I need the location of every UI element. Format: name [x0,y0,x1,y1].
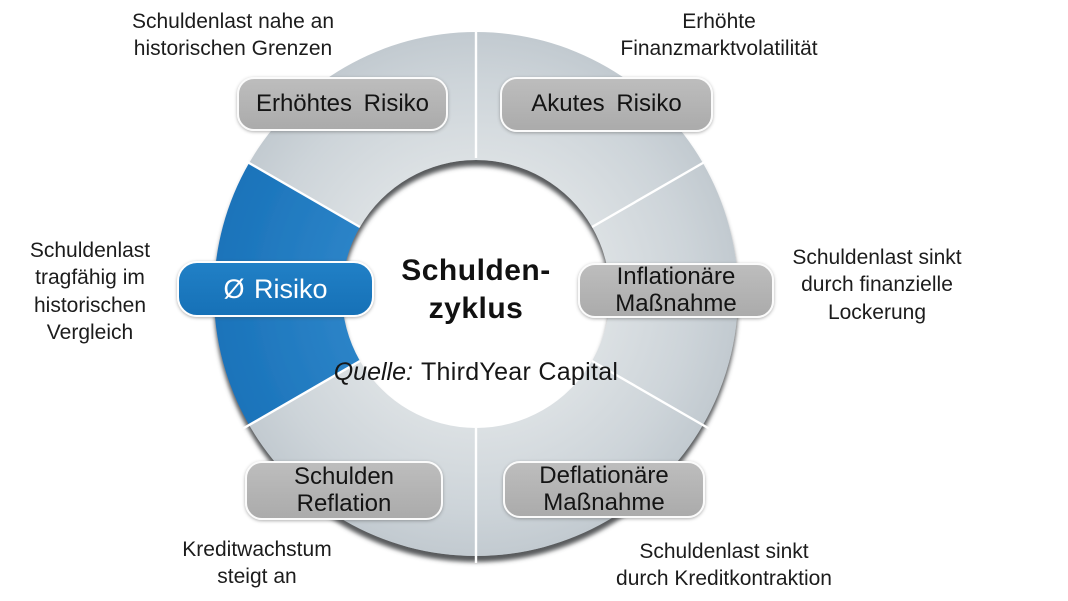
note-erhoehtes-risiko: Schuldenlast nahe an historischen Grenze… [132,10,334,61]
segment-dividers [242,26,710,563]
note-inflationaere-massnahme: Schuldenlast sinkt durch finanzielle Loc… [792,246,962,324]
source-name: ThirdYear Capital [420,358,619,386]
risk-button-inflationaere-massnahme[interactable]: Inflationäre Maßnahme [578,263,774,318]
source-credit: Quelle:ThirdYear Capital [306,358,646,387]
risk-button-erhoehtes-risiko[interactable]: Erhöhtes Risiko [237,77,448,131]
risk-button-durchschnitts-risiko[interactable]: Ø Risiko [177,261,374,317]
note-deflationaere-massnahme: Schuldenlast sinkt durch Kreditkontrakti… [616,540,832,591]
risk-button-akutes-risiko[interactable]: Akutes Risiko [500,77,713,132]
note-schulden-reflation: Kreditwachstum steigt an [182,538,332,589]
note-durchschnitts-risiko: Schuldenlast tragfähig im historischen V… [29,239,151,344]
risk-button-deflationaere-massnahme[interactable]: Deflationäre Maßnahme [503,461,705,518]
diagram-title: Schulden- zyklus [401,254,551,325]
risk-button-schulden-reflation[interactable]: Schulden Reflation [245,461,443,520]
source-prefix: Quelle: [333,358,413,386]
note-akutes-risiko: Erhöhte Finanzmarktvolatilität [620,10,818,61]
